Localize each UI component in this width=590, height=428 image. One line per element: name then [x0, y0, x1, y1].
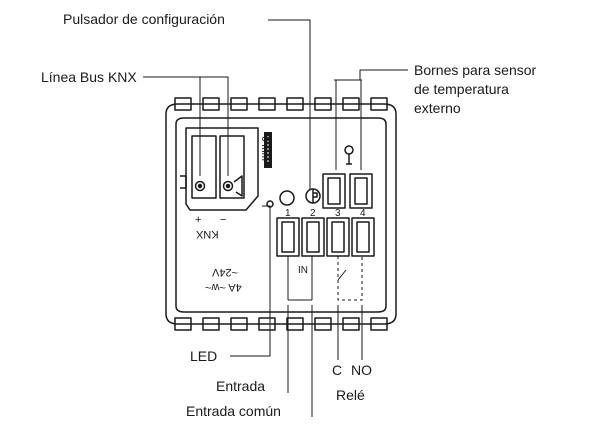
sensor-terminal-blocks — [322, 145, 373, 209]
rating-line2: 4A ~w~ — [205, 281, 242, 293]
strip-gauge — [264, 132, 272, 168]
internal-schematic — [287, 256, 363, 301]
in-print: IN — [298, 265, 308, 276]
c-label: C — [332, 362, 343, 378]
terminal-3: 3 — [335, 208, 341, 219]
minus-print: − — [220, 214, 227, 226]
rating-line1: ~24V — [212, 266, 238, 278]
sensor-label-line1: Bornes para sensor — [414, 62, 537, 78]
relay-label: Relé — [336, 387, 365, 403]
config-button-label: Pulsador de configuración — [63, 11, 225, 27]
main-terminal-blocks — [276, 217, 375, 257]
sensor-label-line2: de temperatura — [414, 81, 509, 97]
led — [279, 190, 295, 206]
knx-connector — [180, 127, 259, 211]
led-label: LED — [190, 348, 218, 364]
wire-length-print: 6 mm — [259, 136, 270, 161]
input-label: Entrada — [216, 378, 266, 394]
outer-frame — [165, 103, 397, 325]
terminal-2: 2 — [310, 208, 316, 219]
bus-line-label: Línea Bus KNX — [41, 69, 137, 85]
inner-frame — [175, 117, 387, 313]
terminal-1: 1 — [285, 208, 291, 219]
leader-lines — [143, 19, 408, 417]
config-button — [305, 188, 321, 204]
no-label: NO — [351, 362, 372, 378]
plus-print: + — [195, 214, 202, 226]
sensor-label-line3: externo — [414, 100, 461, 116]
terminal-4: 4 — [360, 208, 366, 219]
knx-print: KNX — [196, 228, 219, 240]
common-input-label: Entrada común — [186, 403, 281, 419]
